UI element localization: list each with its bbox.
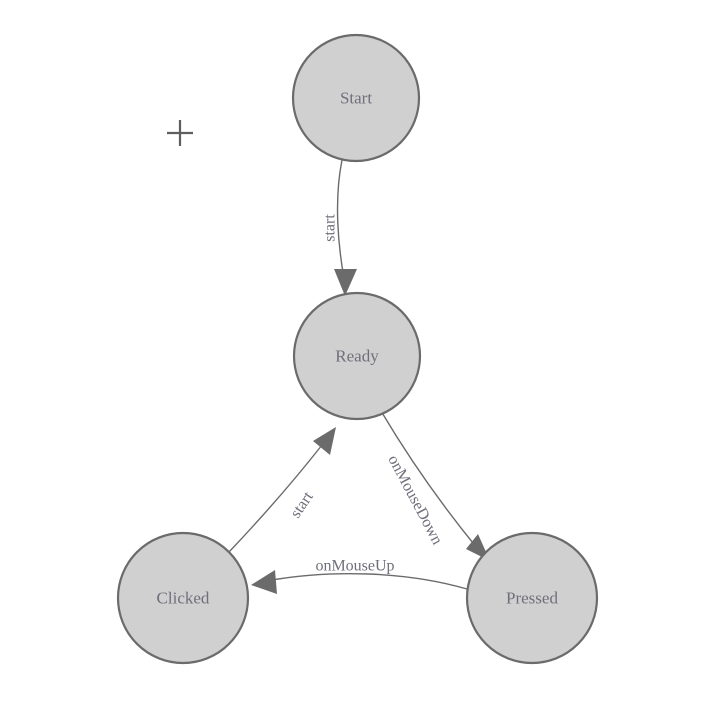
arrowhead-clicked-to-ready xyxy=(313,427,336,455)
edge-path-pressed-to-clicked xyxy=(271,572,468,590)
edge-label-ready-to-pressed: onMouseDown xyxy=(384,452,445,547)
node-start[interactable]: Start xyxy=(291,33,421,163)
edge-label-start-to-ready: start xyxy=(322,214,339,242)
arrowhead-pressed-to-clicked xyxy=(251,570,277,594)
edge-start-to-ready[interactable] xyxy=(334,159,357,296)
node-pressed-circle xyxy=(465,531,599,665)
node-clicked[interactable]: Clicked xyxy=(116,531,250,665)
node-ready-label: Ready xyxy=(335,347,379,366)
node-start-circle xyxy=(291,33,421,163)
edge-clicked-to-ready[interactable] xyxy=(228,427,336,553)
node-pressed-label: Pressed xyxy=(506,589,558,608)
edge-pressed-to-clicked[interactable] xyxy=(251,570,468,594)
node-clicked-label: Clicked xyxy=(157,589,210,608)
edge-path-ready-to-pressed xyxy=(380,410,478,549)
edge-path-clicked-to-ready xyxy=(228,444,323,553)
node-start-label: Start xyxy=(340,89,372,108)
edge-label-clicked-to-ready: start xyxy=(287,488,317,521)
node-ready-circle xyxy=(292,291,422,421)
node-ready[interactable]: Ready xyxy=(292,291,422,421)
edge-label-pressed-to-clicked: onMouseUp xyxy=(315,558,394,575)
node-pressed[interactable]: Pressed xyxy=(465,531,599,665)
edge-path-start-to-ready xyxy=(336,159,345,279)
plus-marker-icon[interactable] xyxy=(167,120,193,146)
arrowhead-start-to-ready xyxy=(334,269,357,296)
node-clicked-circle xyxy=(116,531,250,665)
